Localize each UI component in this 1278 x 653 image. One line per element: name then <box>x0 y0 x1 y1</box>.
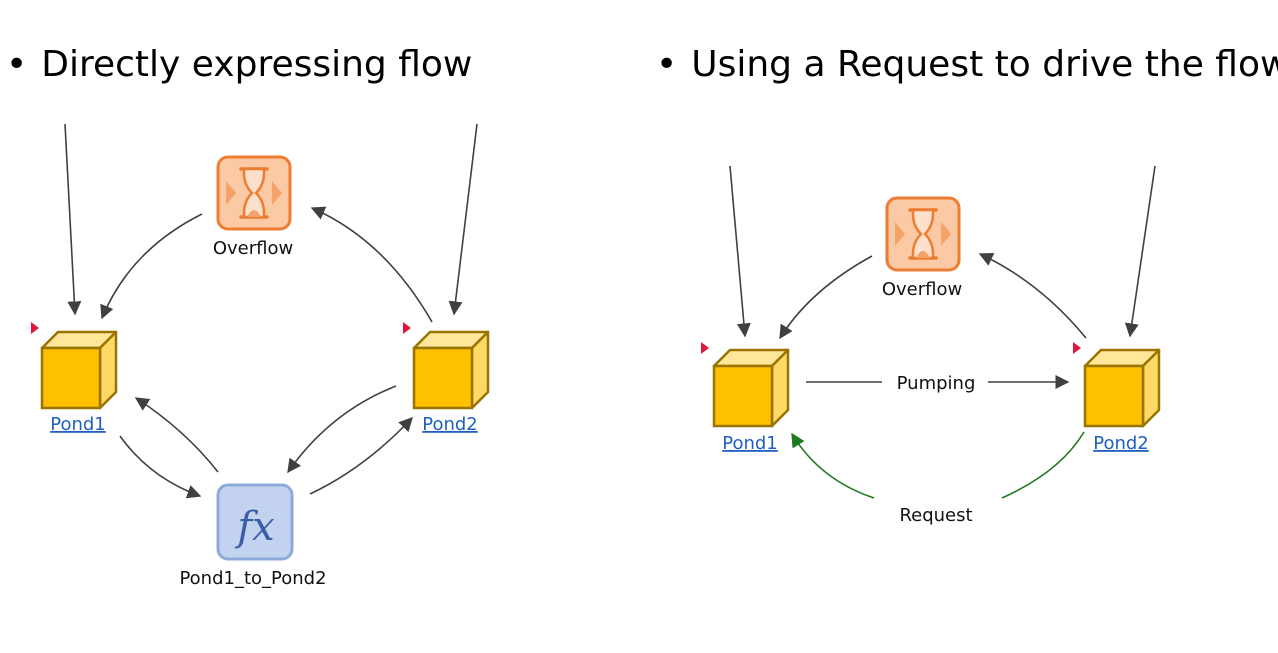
inflow-arrow-pond1-right <box>729 165 751 338</box>
pond2-link-right[interactable]: Pond2 <box>1093 433 1149 454</box>
heading-right-text: Using a Request to drive the flow <box>691 44 1278 85</box>
overflow-label-right: Overflow <box>882 279 962 300</box>
heading-left-text: Directly expressing flow <box>41 44 473 85</box>
function-label: Pond1_to_Pond2 <box>179 568 326 589</box>
pond2-marker-icon-right <box>1073 342 1081 354</box>
heading-request-drive-flow: • Using a Request to drive the flow <box>656 44 1278 85</box>
pond1-marker-icon <box>31 322 39 334</box>
bullet-icon: • <box>656 44 678 85</box>
arrow-pond2-to-overflow <box>310 206 433 323</box>
request-line <box>1001 431 1085 499</box>
overflow-icon[interactable] <box>216 155 292 231</box>
function-node[interactable]: fx <box>216 483 294 561</box>
left-diagram: Overflow Pond1 Pond2 fx Pond1_to_Pond2 <box>31 123 490 589</box>
pond2-cube-icon-right[interactable] <box>1083 348 1161 428</box>
pond1-marker-icon-right <box>701 342 709 354</box>
pond1-cube-icon[interactable] <box>40 330 118 410</box>
arrow-pond2-to-overflow-right <box>978 252 1087 339</box>
inflow-arrow-pond2-right <box>1124 165 1156 338</box>
arrow-overflow-to-pond1 <box>100 213 203 320</box>
overflow-icon-right[interactable] <box>885 196 961 272</box>
pond2-cube-icon[interactable] <box>412 330 490 410</box>
arrow-overflow-to-pond1-right <box>779 255 873 340</box>
right-diagram: Pumping Request Overflow Pond1 Pond2 <box>701 165 1161 526</box>
arrow-function-to-pond2 <box>309 416 413 495</box>
heading-directly-expressing-flow: • Directly expressing flow <box>6 44 472 85</box>
function-symbol: fx <box>234 504 274 550</box>
pond1-link[interactable]: Pond1 <box>50 414 106 435</box>
pond1-link-right[interactable]: Pond1 <box>722 433 778 454</box>
function-icon[interactable] <box>216 483 294 561</box>
arrow-pond1-to-function <box>119 435 202 499</box>
overflow-label: Overflow <box>213 238 293 259</box>
bullet-icon: • <box>6 44 28 85</box>
arrow-function-to-pond1 <box>134 397 219 473</box>
request-arrow <box>791 432 875 499</box>
pumping-label: Pumping <box>897 373 976 394</box>
pond2-link[interactable]: Pond2 <box>422 414 478 435</box>
pond2-marker-icon <box>403 322 411 334</box>
arrow-pond2-to-function <box>287 385 397 474</box>
inflow-arrow-pond2 <box>448 123 478 316</box>
request-label: Request <box>899 505 972 526</box>
inflow-arrow-pond1 <box>64 123 82 316</box>
pond1-cube-icon-right[interactable] <box>712 348 790 428</box>
